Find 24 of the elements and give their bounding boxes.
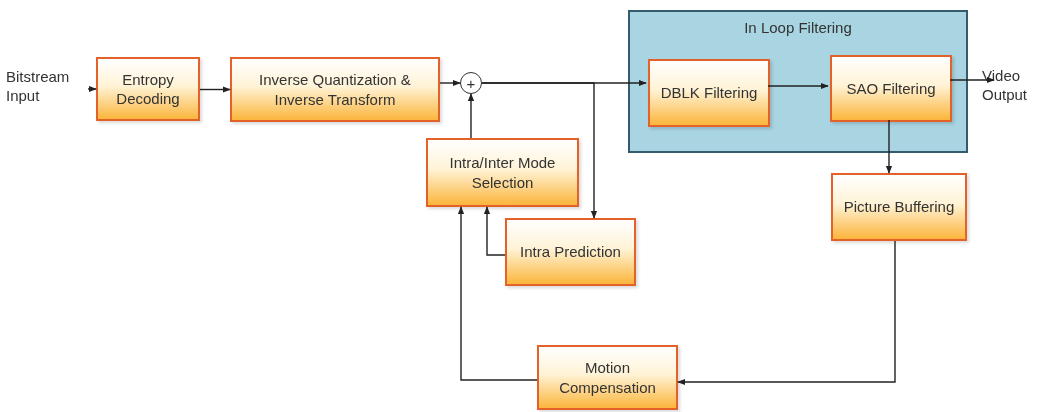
arrow	[457, 206, 538, 381]
arrow	[767, 82, 829, 90]
arrow	[199, 86, 231, 93]
process-box: Intra Prediction	[505, 218, 636, 286]
arrow	[885, 119, 893, 174]
process-box: Intra/Inter Mode Selection	[426, 138, 579, 207]
process-box: Inverse Quantization & Inverse Transform	[230, 57, 440, 122]
process-box: Entropy Decoding	[96, 57, 200, 121]
filter-group-panel	[628, 10, 968, 153]
process-box: SAO Filtering	[830, 55, 952, 122]
process-box: DBLK Filtering	[648, 59, 770, 127]
arrow	[87, 85, 97, 93]
group-title: In Loop Filtering	[744, 19, 852, 36]
io-label: Video Output	[982, 62, 1042, 110]
process-box: Motion Compensation	[537, 345, 678, 410]
adder-circle: +	[460, 72, 482, 94]
arrow	[483, 206, 506, 256]
arrow	[439, 79, 461, 87]
process-box: Picture Buffering	[831, 173, 967, 241]
arrow	[949, 76, 995, 84]
arrow	[467, 93, 475, 139]
arrow	[677, 240, 896, 386]
arrow	[481, 82, 598, 219]
io-label: Bitstream Input	[6, 64, 88, 110]
